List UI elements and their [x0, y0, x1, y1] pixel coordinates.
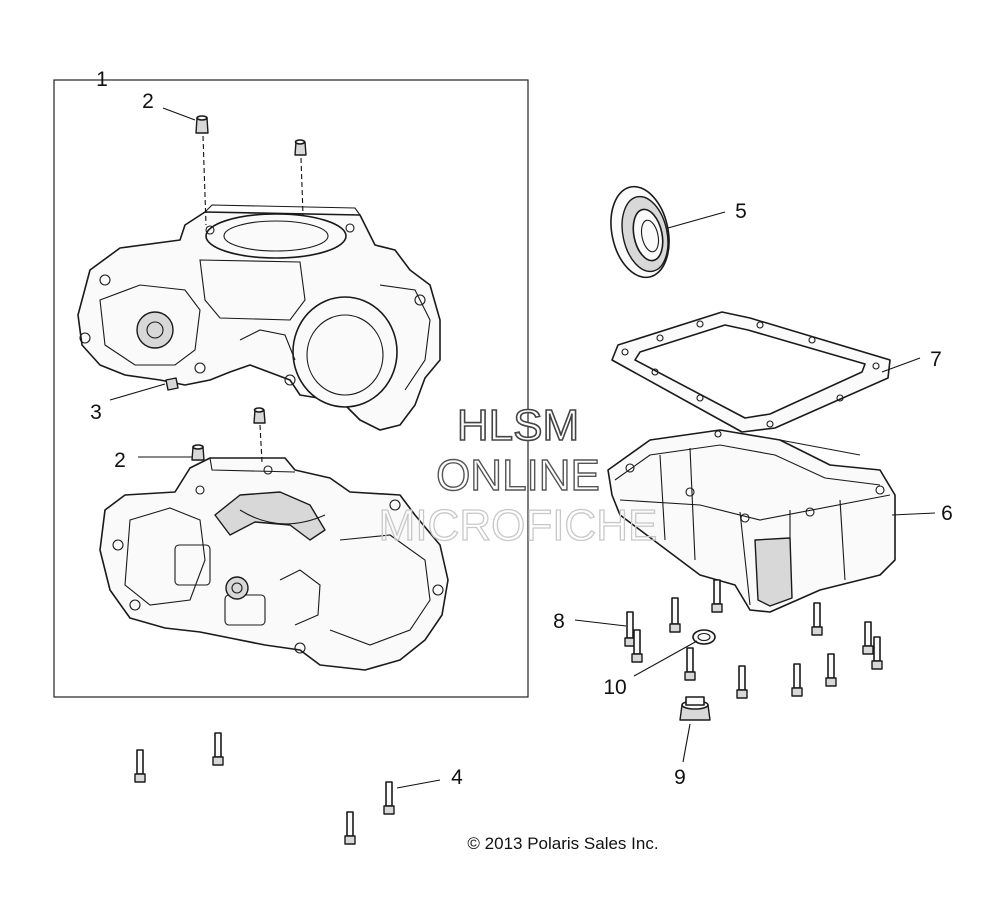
bolt-group-item-4[interactable]: [134, 732, 395, 845]
alignment-line: [259, 424, 263, 463]
leader-lines: [109, 107, 936, 789]
watermark: HLSM ONLINE MICROFICHE: [378, 400, 658, 550]
assembly-frame: [53, 79, 529, 698]
callout-9: 9: [674, 766, 686, 789]
oil-pan-gasket[interactable]: [611, 311, 891, 433]
callout-6: 6: [941, 502, 953, 525]
drain-plug[interactable]: [679, 696, 711, 721]
callout-7: 7: [930, 348, 942, 371]
callout-8: 8: [553, 610, 565, 633]
dowel-pin-lower-right[interactable]: [253, 407, 266, 424]
callout-3: 3: [90, 401, 102, 424]
callout-2-lower: 2: [114, 449, 126, 472]
alignment-line: [300, 157, 304, 216]
copyright-text: © 2013 Polaris Sales Inc.: [467, 834, 658, 853]
oil-seal[interactable]: [603, 181, 677, 283]
watermark-line-2: ONLINE: [436, 451, 600, 500]
callout-2-upper: 2: [142, 90, 154, 113]
alignment-line: [202, 135, 207, 226]
lower-crankcase[interactable]: [99, 457, 449, 671]
dowel-pin-upper-left[interactable]: [195, 115, 209, 134]
dowel-pin-item-3[interactable]: [165, 377, 179, 391]
callout-5: 5: [735, 200, 747, 223]
bolt-group-item-8[interactable]: [624, 579, 883, 699]
watermark-line-3: MICROFICHE: [379, 501, 658, 550]
upper-crankcase[interactable]: [77, 204, 441, 431]
callout-4: 4: [451, 766, 463, 789]
oil-pan[interactable]: [607, 429, 896, 613]
dowel-pin-lower-left[interactable]: [191, 444, 205, 461]
callout-10: 10: [603, 676, 626, 699]
dowel-pin-upper-right[interactable]: [294, 139, 307, 156]
watermark-line-1: HLSM: [457, 401, 579, 450]
sealing-washer[interactable]: [692, 629, 716, 645]
callout-1: 1: [96, 68, 108, 91]
